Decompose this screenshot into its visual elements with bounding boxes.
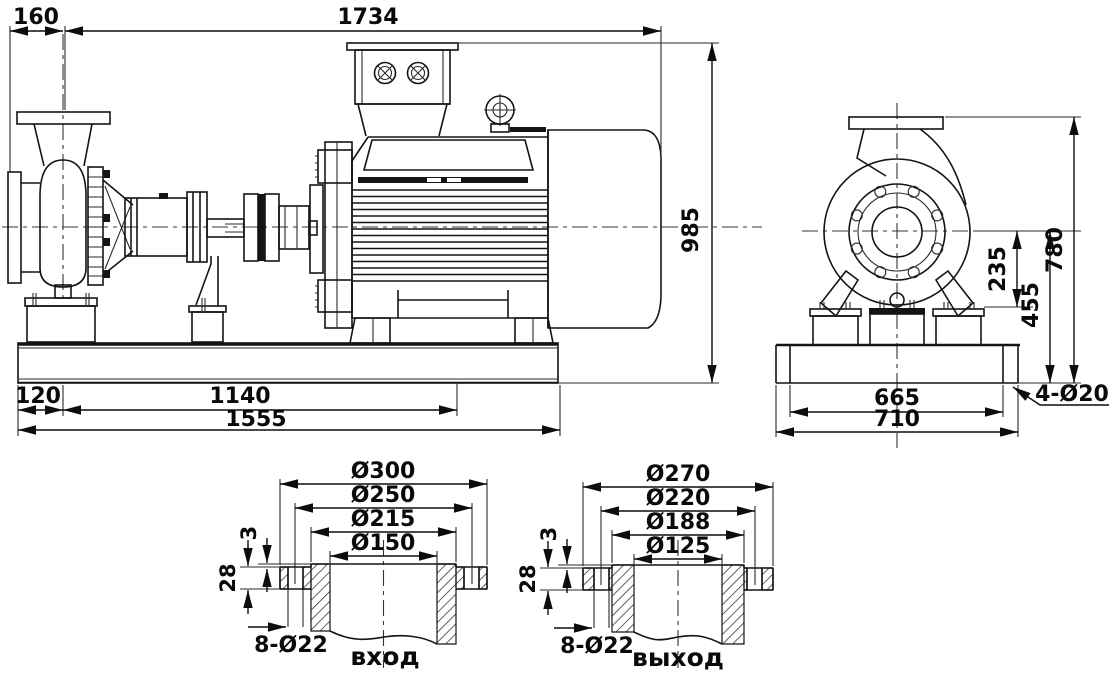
dim-inlet-outer: Ø300 — [351, 459, 416, 484]
dim-outlet-holes: 8-Ø22 — [560, 634, 634, 659]
dim-665: 665 — [874, 386, 920, 411]
dim-outlet-thickness: 28 — [516, 564, 540, 593]
electric-motor — [309, 42, 662, 344]
break-line — [633, 631, 723, 645]
lifting-eyebolt-icon — [484, 94, 516, 133]
dim-985: 985 — [679, 207, 704, 253]
suction-flange — [7, 171, 22, 284]
dim-inlet-raised-face: Ø215 — [351, 507, 416, 532]
dim-inlet-face-height: 3 — [237, 526, 261, 541]
bolt-circle — [850, 185, 944, 279]
dim-outlet-outer: Ø270 — [646, 462, 711, 487]
dim-inlet-holes: 8-Ø22 — [254, 633, 328, 658]
inlet-flange-detail: Ø300 Ø250 Ø215 Ø150 3 28 8-Ø22 вход — [216, 459, 488, 671]
cable-gland-icon — [373, 61, 397, 85]
dim-235: 235 — [986, 246, 1011, 292]
outlet-flange-detail: Ø270 Ø220 Ø188 Ø125 3 28 8-Ø22 выход — [516, 462, 774, 672]
dim-120: 120 — [15, 384, 61, 409]
dim-1734: 1734 — [337, 5, 398, 30]
dim-inlet-bore: Ø150 — [351, 531, 416, 556]
bearing-housing — [124, 191, 245, 343]
dim-160: 160 — [13, 5, 59, 30]
dim-outlet-bore: Ø125 — [646, 534, 711, 559]
coupling — [243, 193, 318, 262]
cable-gland-icon — [406, 61, 430, 85]
dim-outlet-raised-face: Ø188 — [646, 510, 711, 535]
side-view — [2, 34, 762, 384]
drain-plug-icon — [889, 292, 905, 308]
inlet-label: вход — [350, 642, 419, 671]
dim-inlet-thickness: 28 — [216, 563, 240, 592]
dim-inlet-bolt-circle: Ø250 — [351, 483, 416, 508]
end-view-dimensions: 235 455 780 665 710 4-Ø20 — [775, 116, 1109, 437]
end-base — [775, 343, 1081, 384]
discharge-flange — [848, 116, 944, 130]
dim-outlet-face-height: 3 — [537, 527, 561, 542]
dim-4xD20: 4-Ø20 — [1035, 382, 1109, 407]
dim-1140: 1140 — [209, 384, 270, 409]
end-view — [775, 103, 1081, 448]
outlet-label: выход — [632, 643, 724, 672]
base-frame — [17, 342, 719, 384]
dim-710: 710 — [874, 407, 920, 432]
break-line — [329, 630, 438, 645]
dim-outlet-bolt-circle: Ø220 — [646, 486, 711, 511]
cooling-fins — [352, 189, 548, 282]
dim-780: 780 — [1043, 227, 1068, 273]
side-view-dimensions: 160 1734 985 120 1140 1555 — [9, 5, 719, 436]
terminal-box — [346, 42, 459, 137]
pump-casing — [7, 111, 134, 343]
fan-cowl — [547, 129, 662, 329]
dim-455: 455 — [1019, 282, 1044, 328]
dim-1555: 1555 — [225, 407, 286, 432]
